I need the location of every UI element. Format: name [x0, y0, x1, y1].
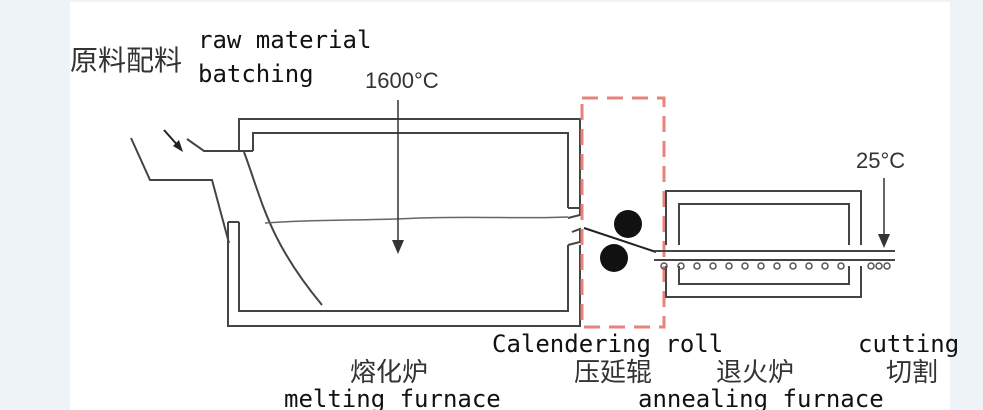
conveyor-rollers [660, 262, 891, 270]
cut-temperature-label: 25°C [856, 148, 905, 173]
cut-temperature-arrow [878, 178, 890, 248]
melting-furnace [227, 118, 581, 327]
calendering-roll-en: Calendering roll [492, 330, 723, 358]
melting-furnace-en: melting furnace [284, 385, 501, 410]
upper-roll [614, 210, 642, 238]
cutting-en: cutting [858, 330, 959, 358]
annealing-furnace-zh: 退火炉 [716, 358, 794, 388]
melt-temperature-arrow [392, 100, 404, 254]
melting-furnace-zh: 熔化炉 [350, 358, 428, 388]
diagram-panel [70, 2, 950, 410]
raw-material-zh: 原料配料 [70, 44, 182, 77]
melt-surface-line [264, 216, 569, 224]
raw-material-en-line2: batching [198, 60, 314, 88]
cutting-zh: 切割 [886, 358, 938, 388]
annealing-furnace [654, 190, 895, 298]
annealing-furnace-en: annealing furnace [638, 385, 884, 410]
melt-temperature-label: 1600°C [365, 68, 439, 93]
calender-highlight-box [580, 96, 666, 329]
feed-arrow [163, 129, 183, 152]
raw-material-en-line1: raw material [198, 26, 371, 54]
feed-chute [130, 137, 239, 244]
calendering-roll-zh: 压延辊 [574, 358, 652, 388]
glass-ribbon [583, 227, 657, 253]
lower-roll [600, 244, 628, 272]
